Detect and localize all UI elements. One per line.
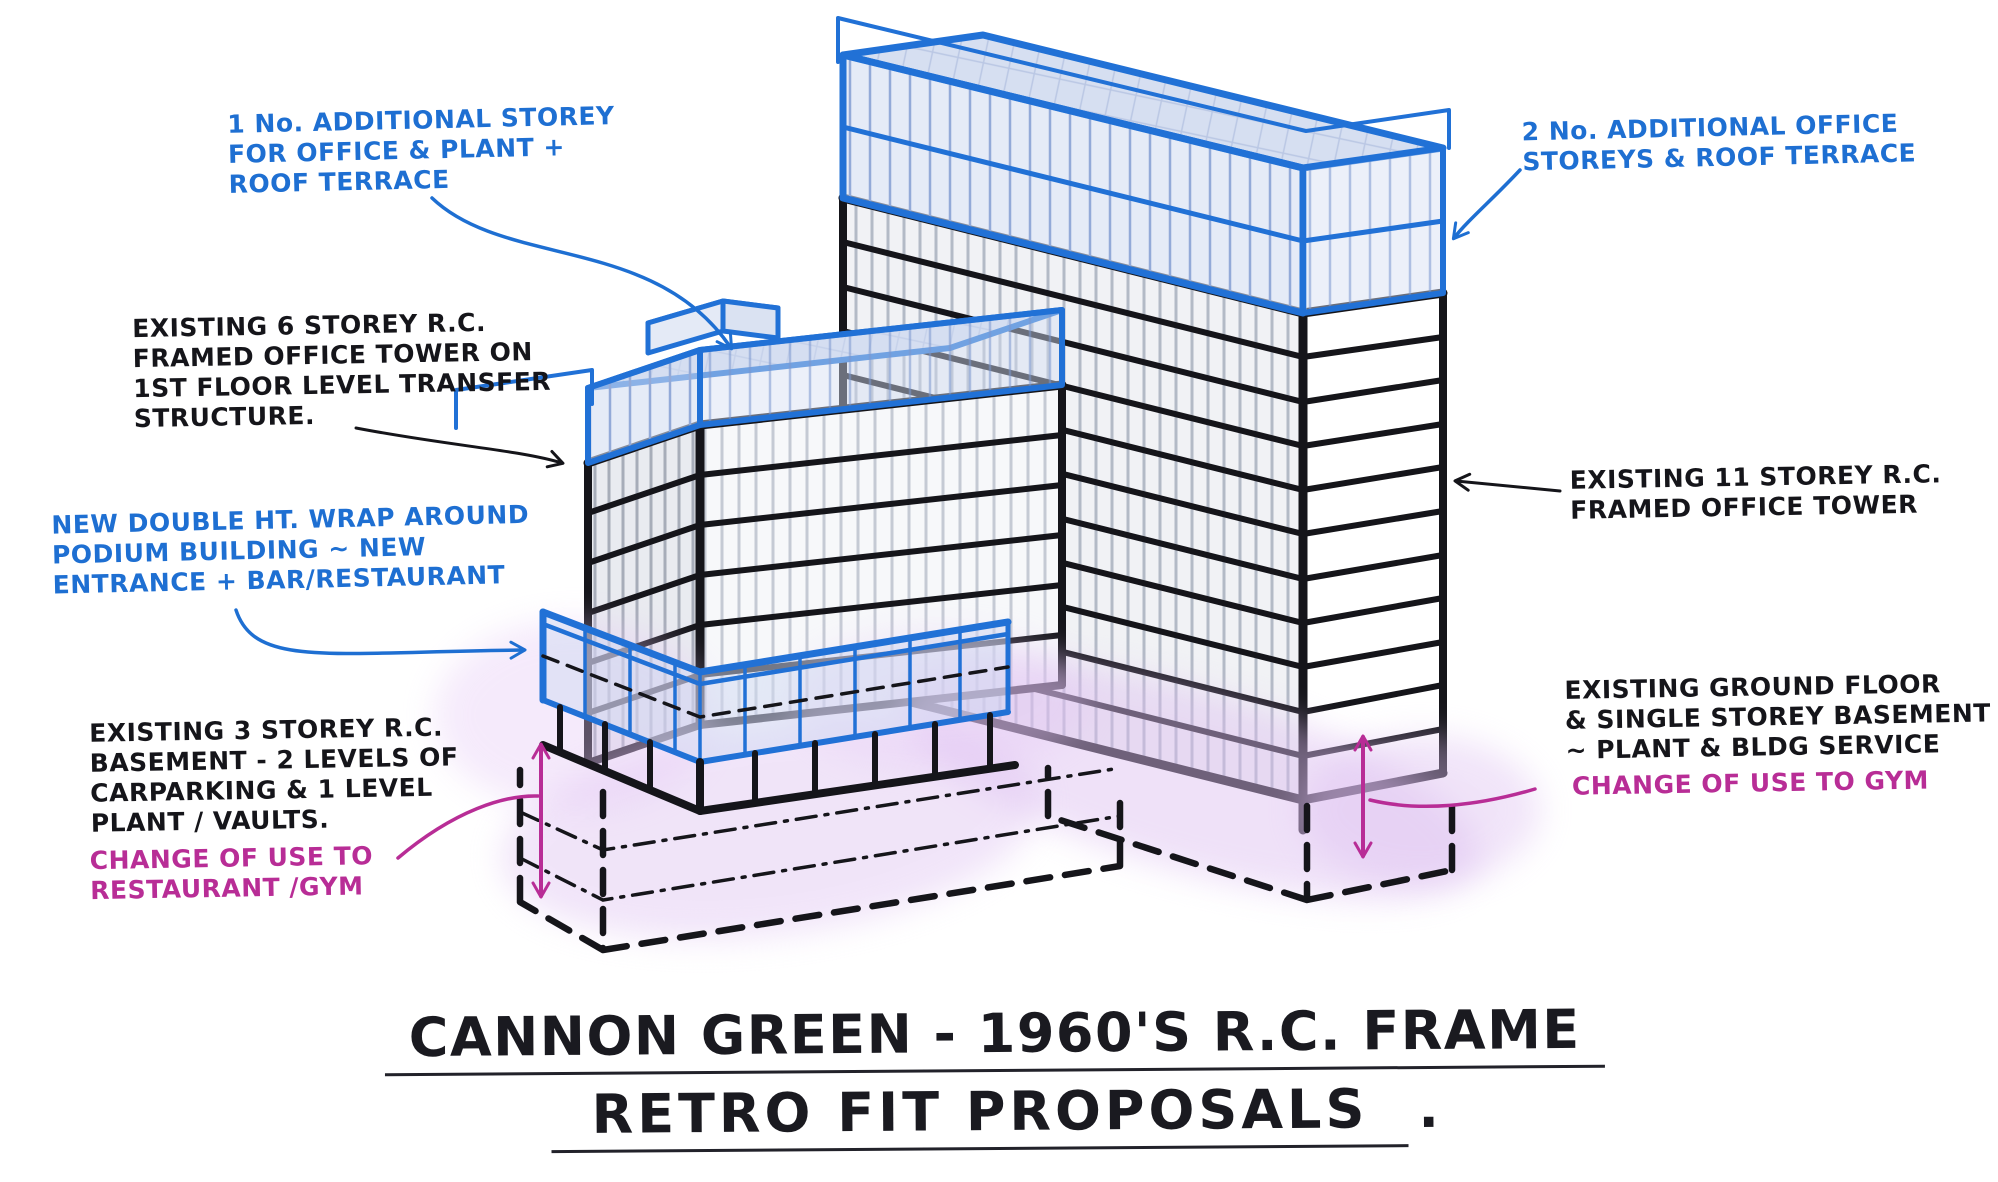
left-tower-additional-storey [454,298,1065,466]
ground-columns [557,704,993,806]
roof-terrace-railing-right [836,16,1451,150]
drawing-title: CANNON GREEN - 1960'S R.C. FRAME RETRO F… [329,997,1660,1154]
right-magenta-leader [1368,787,1537,809]
ground-line [539,741,1019,815]
rooftop-plant-box [645,298,781,356]
note-change-of-use-left: CHANGE OF USE TO RESTAURANT /GYM [89,841,374,906]
new-podium [539,608,1019,815]
note-existing-basement-left: EXISTING 3 STOREY R.C. BASEMENT - 2 LEVE… [88,712,459,838]
podium-floor-dashed [541,654,1010,719]
note-existing-ground-floor: EXISTING GROUND FLOOR & SINGLE STOREY BA… [1564,669,1992,765]
note-existing-11-storey: EXISTING 11 STOREY R.C. FRAMED OFFICE TO… [1569,459,1942,525]
right-basement-outline [1044,764,1456,904]
left-magenta-leader [396,794,540,860]
leader-addl-storeys-right [1451,168,1522,241]
leader-lines [234,168,1562,660]
leader-addl-storey-left [430,196,734,351]
note-additional-storeys-right: 2 No. ADDITIONAL OFFICE STOREYS & ROOF T… [1521,108,1917,177]
leader-11-storey [1453,472,1562,493]
leader-6-storey [354,426,565,469]
title-line-1: CANNON GREEN - 1960'S R.C. FRAME [384,997,1605,1077]
change-of-use-arrows [396,734,1537,899]
title-line-2: RETRO FIT PROPOSALS [551,1077,1409,1154]
note-new-podium: NEW DOUBLE HT. WRAP AROUND PODIUM BUILDI… [51,499,530,600]
title-period: . [1418,1076,1440,1141]
leader-podium [234,608,527,660]
roof-terrace-railing-left [454,368,594,430]
note-existing-6-storey: EXISTING 6 STOREY R.C. FRAMED OFFICE TOW… [131,307,552,434]
right-tower-additional-storeys [836,16,1451,317]
note-additional-storey-left: 1 No. ADDITIONAL STOREY FOR OFFICE & PLA… [227,101,615,199]
